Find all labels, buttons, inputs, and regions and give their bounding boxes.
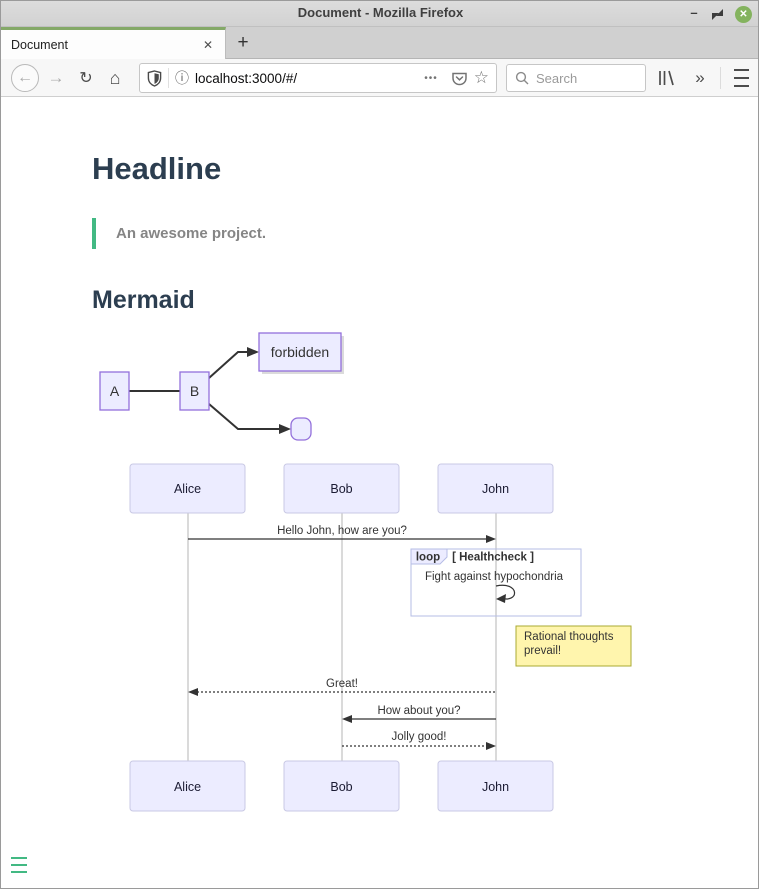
close-icon[interactable]: ✕ [735, 5, 752, 23]
actor-bob-label-bottom: Bob [330, 780, 352, 794]
loop-label-box [410, 548, 448, 565]
home-icon: ⌂ [109, 67, 121, 88]
flowchart-diagram: A B forbidden [99, 332, 344, 441]
edge-b-empty [208, 403, 280, 430]
search-bar[interactable] [506, 64, 646, 92]
tracking-shield-icon[interactable] [147, 69, 162, 87]
home-button[interactable]: ⌂ [102, 59, 128, 97]
window-titlebar[interactable]: Document - Mozilla Firefox – ✕ [1, 1, 758, 27]
sidebar-toggle-button[interactable] [11, 857, 27, 874]
pocket-icon[interactable] [451, 70, 468, 87]
note-line2: prevail! [524, 645, 561, 657]
self-loop-arrowhead [496, 594, 506, 603]
sidebar-toggle-icon-bar [11, 864, 27, 866]
page-title: Headline [92, 151, 222, 186]
message-jolly-arrowhead [486, 742, 496, 750]
section-title: Mermaid [92, 286, 195, 314]
message-great-arrowhead [188, 688, 198, 696]
minimize-icon[interactable]: – [690, 5, 698, 20]
arrowhead-empty [279, 424, 291, 434]
library-icon [659, 70, 674, 86]
message-how: How about you? [377, 705, 460, 717]
message-how-arrowhead [342, 715, 352, 723]
edge-b-forbidden [208, 351, 248, 379]
sidebar-toggle-icon-bar [11, 871, 27, 873]
message-fight: Fight against hypochondria [425, 571, 564, 583]
actor-alice-bottom [129, 760, 246, 812]
navigation-toolbar: ← → ↻ ⌂ ⓘ localhost:3000/#/ ••• ☆ [1, 59, 758, 97]
back-button[interactable]: ← [9, 59, 41, 97]
note-line1: Rational thoughts [524, 631, 614, 643]
app-menu-button[interactable] [729, 59, 753, 97]
hamburger-icon-bar [733, 85, 749, 87]
tab-bar: Document ✕ + [1, 27, 758, 59]
forward-button[interactable]: → [43, 59, 69, 97]
bookmark-star-icon[interactable]: ☆ [473, 68, 489, 87]
chevrons-icon: » [695, 68, 705, 87]
tab-document[interactable]: Document ✕ [1, 27, 226, 59]
reload-icon: ↻ [79, 70, 93, 87]
node-b-label: B [190, 383, 199, 399]
window-title: Document - Mozilla Firefox [297, 5, 464, 20]
loop-frame [410, 548, 582, 617]
page-content: Headline An awesome project. Mermaid A B… [1, 97, 758, 888]
message-great: Great! [326, 678, 358, 690]
actor-bob-label: Bob [330, 482, 352, 496]
message-jolly: Jolly good! [392, 731, 447, 743]
node-forbidden [258, 332, 342, 372]
urlbar-divider [168, 68, 169, 88]
hamburger-icon [733, 69, 749, 71]
forward-icon: → [47, 68, 65, 87]
actor-alice-label-bottom: Alice [174, 780, 201, 794]
sequence-diagram: Alice Bob John Hello John, how are you? … [129, 463, 632, 812]
actor-john-top [437, 463, 554, 514]
note-box [515, 625, 632, 667]
site-info-icon[interactable]: ⓘ [175, 70, 189, 86]
node-a-label: A [110, 383, 120, 399]
search-input[interactable] [536, 70, 637, 86]
node-b [179, 371, 210, 411]
overflow-menu-button[interactable]: » [687, 59, 713, 97]
tab-label: Document [11, 37, 68, 52]
arrowhead-forbidden [247, 347, 259, 357]
message-hello: Hello John, how are you? [277, 525, 407, 537]
actor-john-label-bottom: John [482, 780, 509, 794]
node-forbidden-label: forbidden [271, 344, 329, 360]
actor-john-label: John [482, 482, 509, 496]
sidebar-toggle-icon [11, 857, 27, 859]
node-a [99, 371, 130, 411]
reload-button[interactable]: ↻ [73, 59, 99, 97]
blockquote-text: An awesome project. [116, 225, 267, 242]
back-icon: ← [11, 64, 39, 92]
actor-john-bottom [437, 760, 554, 812]
loop-label: loop [416, 552, 440, 564]
loop-condition: [ Healthcheck ] [452, 552, 534, 564]
tab-close-icon[interactable]: ✕ [202, 37, 213, 52]
actor-alice-top [129, 463, 246, 514]
restore-icon[interactable] [712, 9, 723, 20]
new-tab-button[interactable]: + [237, 32, 249, 53]
hamburger-icon-bar [733, 77, 749, 79]
window-controls: – ✕ [688, 4, 752, 24]
actor-bob-top [283, 463, 400, 514]
actor-alice-label: Alice [174, 482, 201, 496]
toolbar-divider [720, 67, 721, 89]
search-icon [515, 71, 529, 85]
url-text[interactable]: localhost:3000/#/ [195, 70, 298, 86]
actor-bob-bottom [283, 760, 400, 812]
blockquote: An awesome project. [92, 218, 266, 249]
node-empty [290, 417, 312, 441]
page-actions-icon[interactable]: ••• [424, 72, 438, 84]
url-bar[interactable]: ⓘ localhost:3000/#/ ••• ☆ [139, 63, 497, 93]
message-hello-arrowhead [486, 535, 496, 543]
library-button[interactable] [653, 59, 681, 97]
